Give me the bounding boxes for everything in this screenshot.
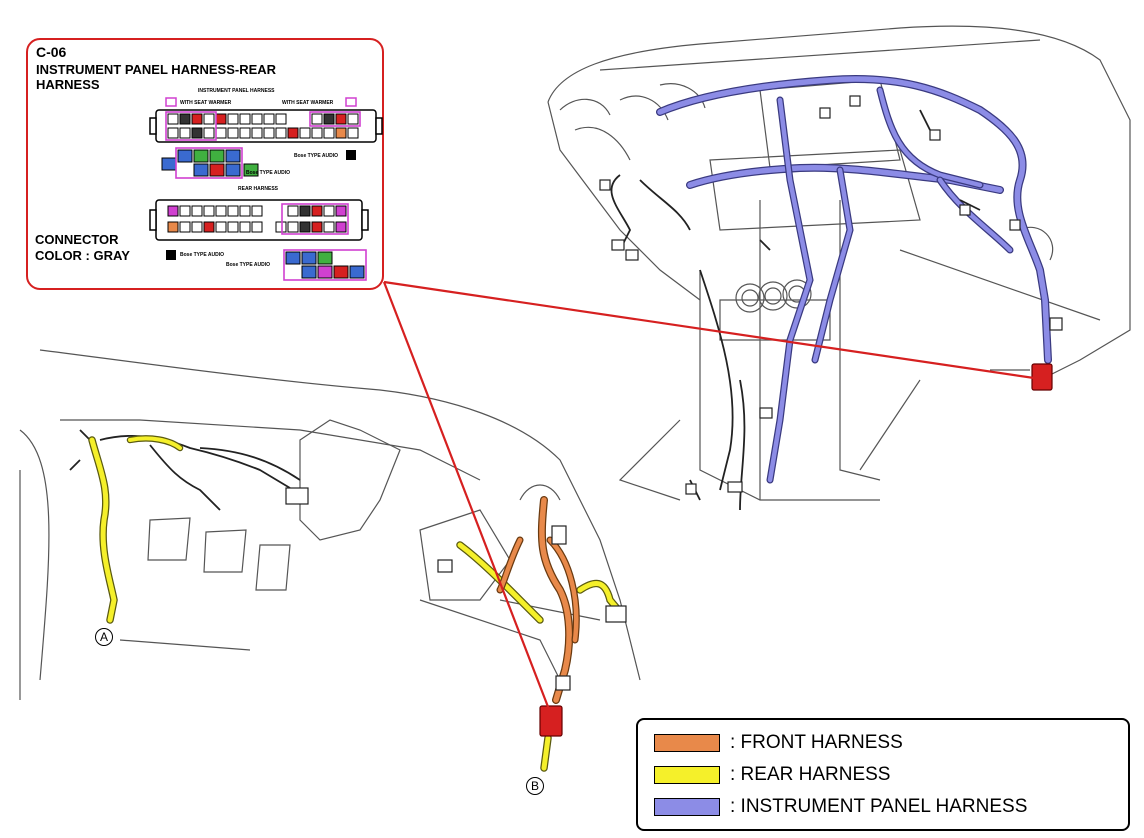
seat-warmer-marker-right bbox=[345, 97, 357, 107]
legend-row-front: : FRONT HARNESS bbox=[654, 730, 903, 756]
legend-row-instrument-panel: : INSTRUMENT PANEL HARNESS bbox=[654, 794, 1027, 820]
marker-b: B bbox=[526, 777, 544, 795]
upper-wires bbox=[610, 109, 981, 511]
front-harness bbox=[496, 496, 580, 704]
ip-red-connector bbox=[1031, 363, 1053, 391]
lower-connectors bbox=[285, 487, 627, 691]
bose-caption-2: Bose TYPE AUDIO bbox=[246, 170, 290, 176]
instrument-panel-harness bbox=[656, 75, 1052, 484]
connector-pin-diagram bbox=[149, 97, 383, 281]
seat-warmer-caption-right: WITH SEAT WARMER bbox=[282, 100, 334, 106]
ip-pin-highlights bbox=[165, 111, 361, 141]
rear-pins-top bbox=[167, 205, 347, 217]
lower-dashboard-outline bbox=[19, 349, 641, 700]
bose-caption-1: Bose TYPE AUDIO bbox=[294, 153, 338, 159]
legend-swatch-front bbox=[654, 734, 720, 752]
legend-label-front: : FRONT HARNESS bbox=[730, 732, 903, 753]
ip-pins-bottom bbox=[167, 127, 359, 139]
seat-warmer-caption-left: WITH SEAT WARMER bbox=[180, 100, 232, 106]
marker-a: A bbox=[95, 628, 113, 646]
connector-title: INSTRUMENT PANEL HARNESS-REAR HARNESS bbox=[36, 62, 277, 92]
seat-warmer-marker-left bbox=[165, 97, 177, 107]
harness-legend: : FRONT HARNESS : REAR HARNESS : INSTRUM… bbox=[636, 718, 1130, 831]
ip-pins-top bbox=[167, 113, 359, 125]
legend-row-rear: : REAR HARNESS bbox=[654, 762, 890, 788]
lower-wires bbox=[69, 429, 301, 511]
connector-callout-box: C-06 INSTRUMENT PANEL HARNESS-REAR HARNE… bbox=[26, 38, 384, 290]
leader-lines bbox=[382, 280, 1035, 713]
legend-swatch-rear bbox=[654, 766, 720, 784]
upper-connectors bbox=[599, 95, 1063, 495]
ip-harness-caption: INSTRUMENT PANEL HARNESS bbox=[198, 88, 275, 94]
legend-label-instrument-panel: : INSTRUMENT PANEL HARNESS bbox=[730, 796, 1028, 817]
legend-swatch-instrument-panel bbox=[654, 798, 720, 816]
rear-harness bbox=[88, 435, 624, 772]
rear-pins-bottom bbox=[167, 221, 347, 233]
rear-harness-caption: REAR HARNESS bbox=[238, 186, 279, 192]
bose-block-2 bbox=[285, 251, 365, 279]
bose-caption-3: Bose TYPE AUDIO bbox=[180, 252, 224, 258]
connector-color-label: CONNECTOR COLOR : GRAY bbox=[35, 232, 130, 263]
rear-red-connector bbox=[539, 705, 563, 737]
legend-label-rear: : REAR HARNESS bbox=[730, 764, 891, 785]
bose-caption-4: Bose TYPE AUDIO bbox=[226, 262, 270, 268]
connector-id: C-06 bbox=[36, 44, 67, 60]
